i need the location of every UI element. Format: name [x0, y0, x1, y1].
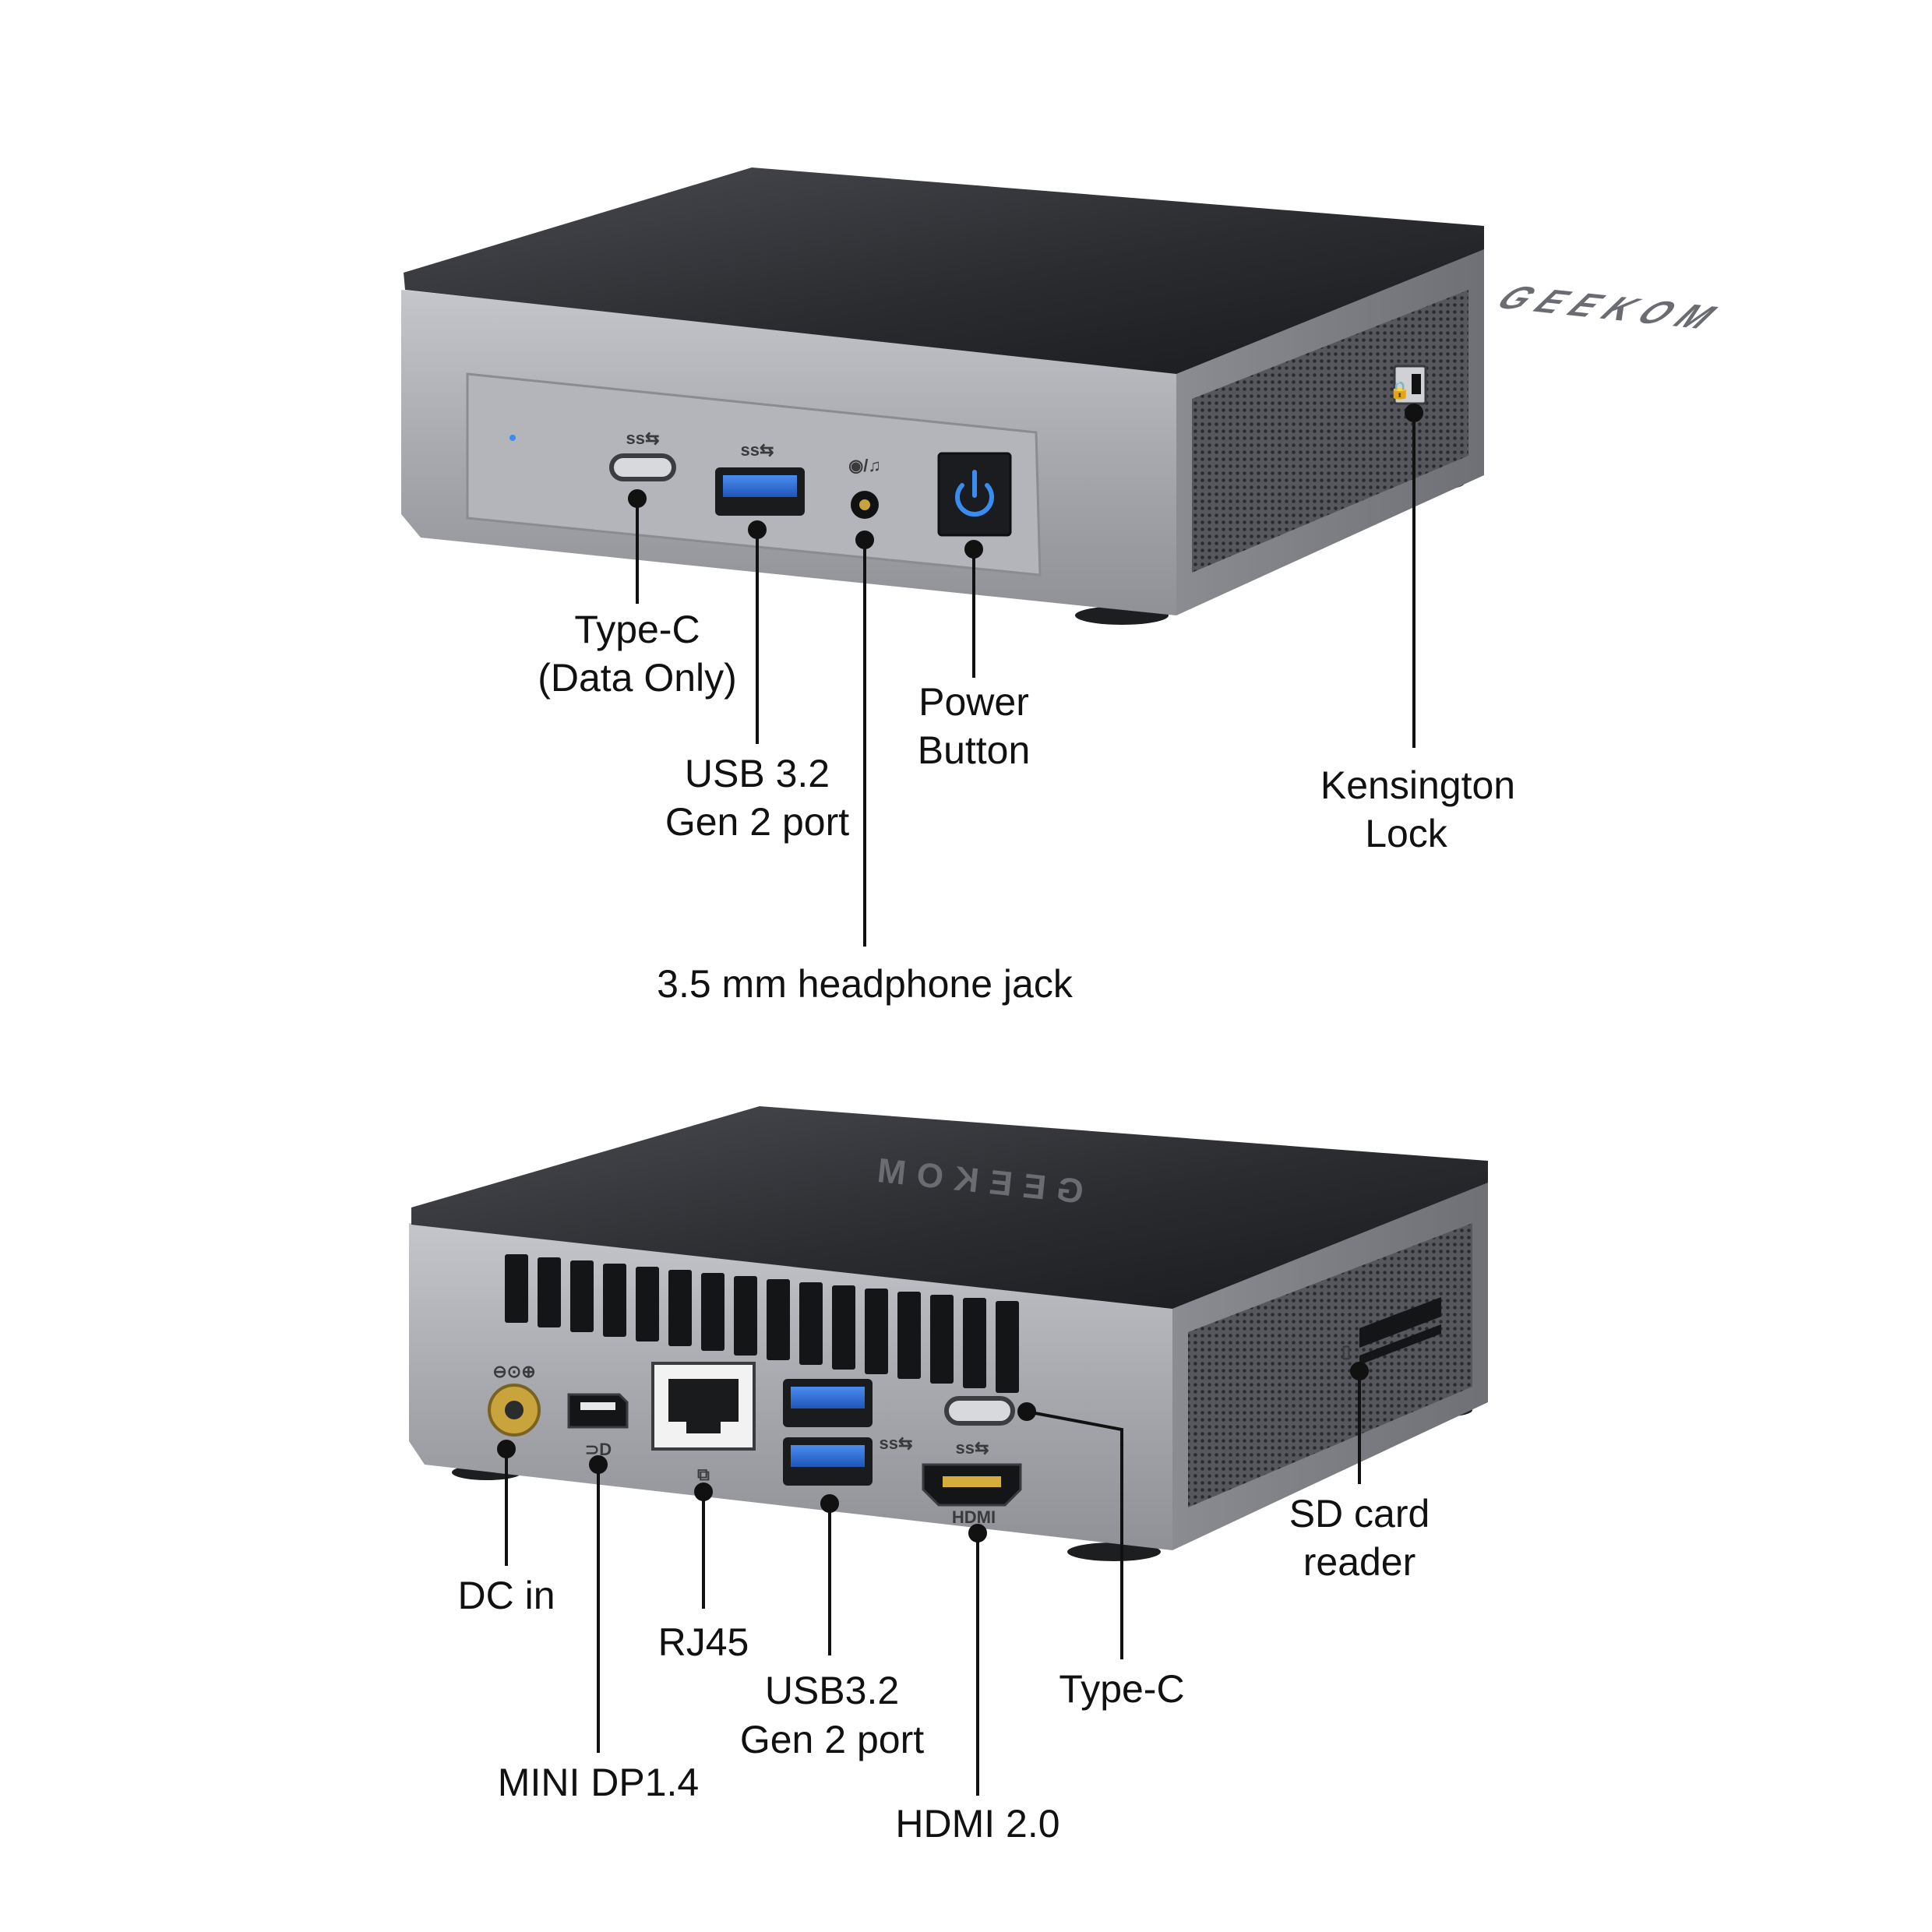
label-usb-front: USB 3.2 — [685, 752, 830, 795]
front-callouts — [628, 404, 1423, 947]
label-type-c-front-sub: (Data Only) — [538, 656, 737, 700]
back-callouts — [497, 1362, 1369, 1796]
ss-10-marking: ss⇆ — [880, 1433, 913, 1453]
vent-slot — [832, 1285, 855, 1370]
back-type-c-port — [944, 1396, 1015, 1426]
vent-slot — [734, 1276, 757, 1356]
vent-slot — [668, 1270, 692, 1346]
lock-icon: 🔒 — [1389, 380, 1410, 400]
label-usb-back-sub: Gen 2 port — [740, 1718, 924, 1761]
vent-slot — [603, 1264, 626, 1337]
vent-slot — [996, 1301, 1019, 1393]
front-unit: GEEKOM ss⇆ ss⇆ ◉/♫ 🔒 — [401, 167, 1738, 625]
power-icon — [955, 470, 994, 517]
hdmi-gold-pins — [943, 1476, 1001, 1487]
usb-blue-tongue — [791, 1445, 865, 1467]
side-mesh-grille — [1188, 1223, 1472, 1507]
label-rj45: RJ45 — [658, 1620, 749, 1664]
headphone-mic-icon: ◉/♫ — [848, 456, 881, 475]
label-sd-card: SD card — [1289, 1492, 1430, 1535]
vent-slot — [865, 1289, 888, 1374]
label-usb-front-sub: Gen 2 port — [665, 800, 849, 844]
top-lid — [404, 167, 1484, 374]
label-hdmi: HDMI 2.0 — [895, 1802, 1059, 1846]
mini-dp-tongue — [580, 1402, 615, 1410]
vent-slot — [963, 1298, 986, 1388]
usb-blue-tongue — [791, 1387, 865, 1408]
mini-dp-port — [567, 1393, 629, 1429]
sd-card-slot-lower — [1359, 1324, 1441, 1365]
sd-card-slot — [1359, 1297, 1441, 1348]
ss-10-marking: ss⇆ — [741, 440, 774, 460]
vent-slot — [701, 1273, 724, 1351]
label-mini-dp: MINI DP1.4 — [498, 1761, 699, 1804]
vent-slot — [538, 1257, 561, 1327]
top-lid — [411, 1106, 1488, 1309]
label-type-c-back: Type-C — [1059, 1667, 1184, 1711]
side-mesh-grille — [1192, 290, 1468, 573]
kensington-slot-hole — [1412, 374, 1421, 394]
headphone-jack-inner — [859, 499, 870, 510]
ss-10-marking: ss⇆ — [956, 1438, 989, 1458]
vent-grille — [505, 1254, 1019, 1393]
usb-blue-tongue — [723, 475, 797, 497]
dc-in-pin — [505, 1401, 524, 1419]
dc-symbol-icon: ⊖⊙⊕ — [492, 1362, 535, 1381]
vent-slot — [570, 1260, 594, 1332]
vent-slot — [636, 1267, 659, 1341]
sd-card-icon: ▯ — [1341, 1341, 1351, 1361]
label-kensington-sub: Lock — [1365, 812, 1448, 855]
callout-line — [1026, 1410, 1123, 1659]
label-kensington: Kensington — [1320, 763, 1515, 807]
front-type-c-port — [609, 453, 676, 481]
vent-slot — [897, 1292, 921, 1379]
rj45-opening — [668, 1379, 739, 1433]
label-power: Power — [918, 680, 1029, 724]
vent-slot — [930, 1295, 954, 1384]
label-type-c-front: Type-C — [574, 608, 700, 651]
label-usb-back: USB3.2 — [765, 1669, 899, 1712]
vent-slot — [799, 1282, 823, 1365]
hdmi-marking: HDMI — [952, 1507, 996, 1527]
label-headphone: 3.5 mm headphone jack — [657, 962, 1074, 1006]
brand-logo: GEEKOM — [1486, 279, 1738, 337]
label-dc-in: DC in — [457, 1574, 555, 1617]
ss-10-marking: ss⇆ — [626, 428, 660, 448]
label-power-sub: Button — [918, 728, 1031, 772]
label-sd-card-sub: reader — [1303, 1540, 1416, 1584]
back-foot — [1067, 1542, 1161, 1561]
status-led — [509, 435, 516, 441]
network-icon: ⧉ — [697, 1465, 710, 1484]
vent-slot — [767, 1279, 790, 1360]
vent-slot — [505, 1254, 528, 1323]
